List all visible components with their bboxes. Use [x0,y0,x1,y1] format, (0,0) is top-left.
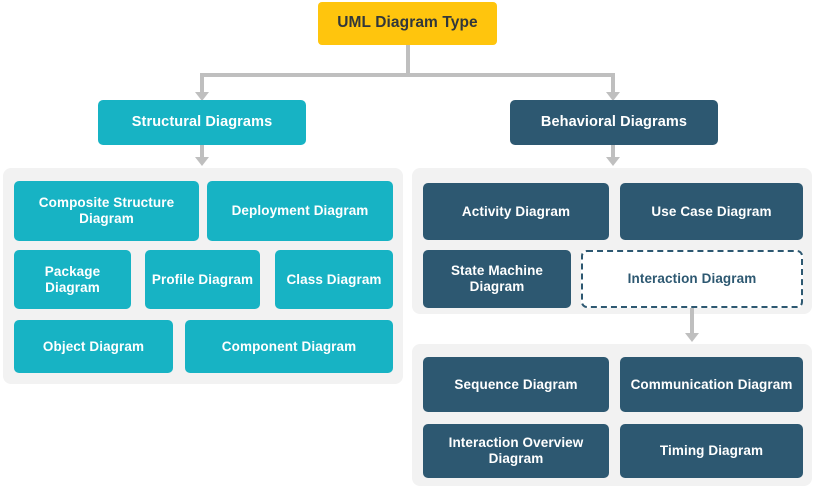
branch-header-behavioral-diagrams[interactable]: Behavioral Diagrams [510,100,718,145]
node-composite-structure-diagram[interactable]: Composite Structure Diagram [14,181,199,241]
node-use-case-diagram[interactable]: Use Case Diagram [620,183,803,240]
node-communication-diagram[interactable]: Communication Diagram [620,357,803,412]
node-interaction-overview-diagram[interactable]: Interaction Overview Diagram [423,424,609,478]
node-interaction-diagram[interactable]: Interaction Diagram [581,250,803,308]
connector-structural-to-panel [200,145,204,159]
connector-behavioral-to-panel [611,145,615,159]
node-deployment-diagram[interactable]: Deployment Diagram [207,181,393,241]
node-profile-diagram[interactable]: Profile Diagram [145,250,260,309]
arrow-to-behavioral [606,92,620,101]
connector-right-drop [611,73,615,98]
connector-root-stem [406,45,410,75]
arrow-structural-to-panel [195,157,209,166]
connector-left-drop [200,73,204,98]
node-timing-diagram[interactable]: Timing Diagram [620,424,803,478]
root-node-uml-diagram-type[interactable]: UML Diagram Type [318,2,497,45]
node-component-diagram[interactable]: Component Diagram [185,320,393,373]
arrow-interaction-to-panel [685,333,699,342]
arrow-behavioral-to-panel [606,157,620,166]
branch-header-structural-diagrams[interactable]: Structural Diagrams [98,100,306,145]
arrow-to-structural [195,92,209,101]
node-object-diagram[interactable]: Object Diagram [14,320,173,373]
node-state-machine-diagram[interactable]: State Machine Diagram [423,250,571,308]
node-package-diagram[interactable]: Package Diagram [14,250,131,309]
connector-root-bar [200,73,614,77]
node-class-diagram[interactable]: Class Diagram [275,250,393,309]
connector-interaction-to-panel [690,308,694,336]
node-activity-diagram[interactable]: Activity Diagram [423,183,609,240]
node-sequence-diagram[interactable]: Sequence Diagram [423,357,609,412]
